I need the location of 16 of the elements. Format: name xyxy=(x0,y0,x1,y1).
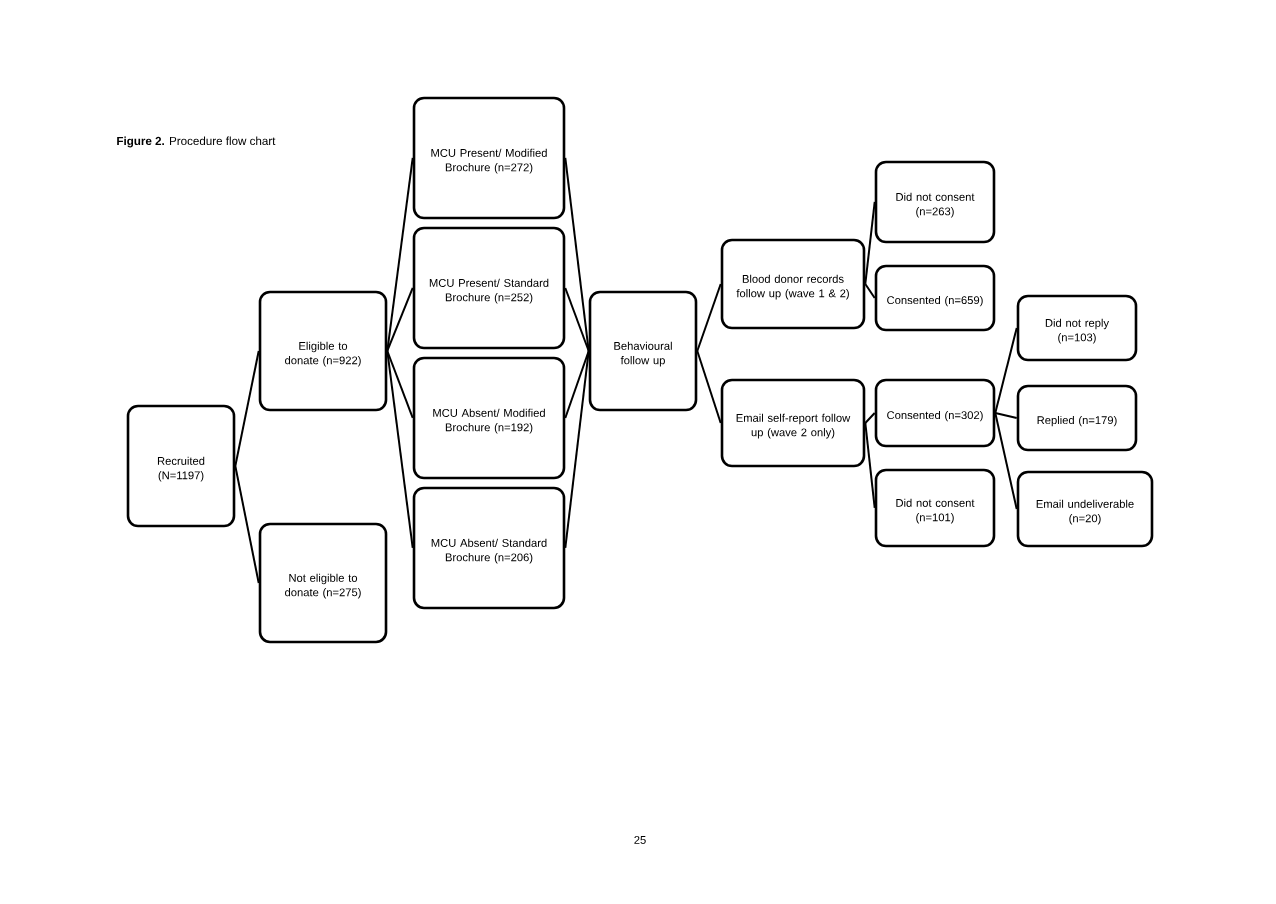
connector-line xyxy=(564,350,590,419)
connector-line xyxy=(994,412,1018,419)
connector-line xyxy=(386,157,414,352)
connector-line xyxy=(564,157,590,352)
connector-line xyxy=(864,412,876,424)
connector-line xyxy=(864,283,876,299)
connector-line xyxy=(564,350,590,549)
connector-line xyxy=(994,327,1018,414)
connector-line xyxy=(386,287,414,352)
connector-line xyxy=(864,201,876,285)
connector-line xyxy=(864,422,876,509)
connector-line xyxy=(386,350,414,419)
connector-line xyxy=(564,287,590,352)
connector-line xyxy=(234,465,260,584)
connector-line xyxy=(386,350,414,549)
connector-line xyxy=(234,350,260,467)
